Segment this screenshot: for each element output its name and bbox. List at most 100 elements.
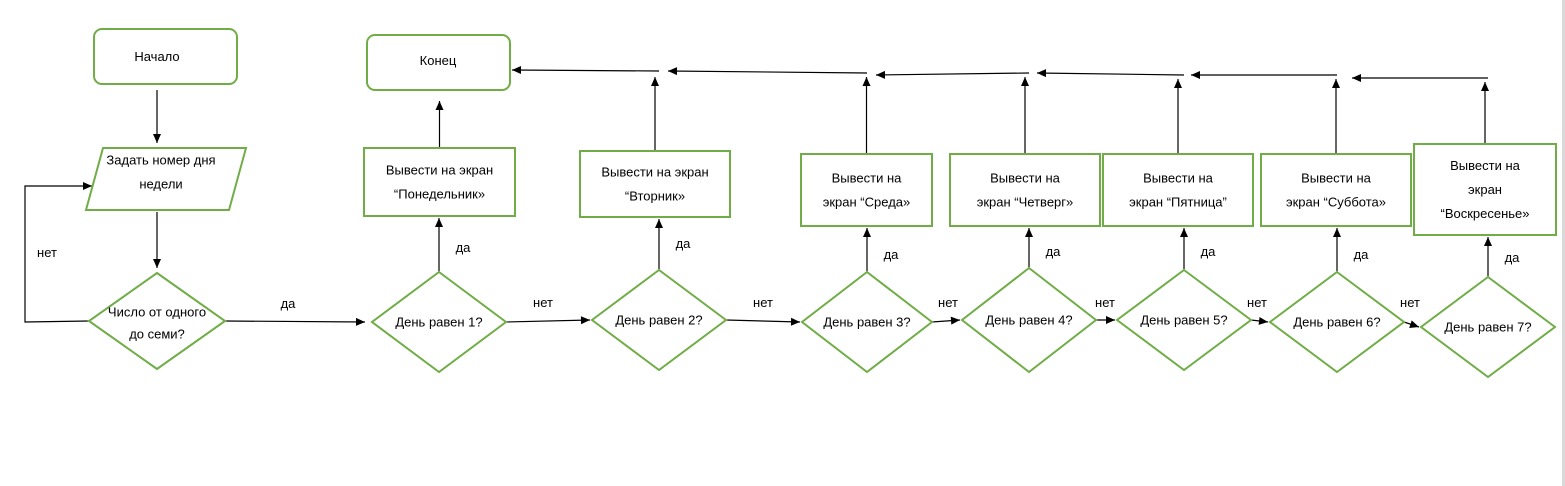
day-4-no-label: нет [1095, 295, 1115, 310]
day-6-no-label: нет [1400, 295, 1420, 310]
day-3-yes-label: да [884, 247, 900, 262]
day-3-decision-diamond [800, 270, 934, 374]
day-6-output-label: экран “Суббота» [1286, 195, 1386, 210]
day-4-yes-label: да [1046, 244, 1062, 259]
day-6-output-box [1260, 153, 1412, 227]
day-5-no-arrow-head [1258, 316, 1268, 325]
day-3-yes-arrow-head [863, 228, 871, 237]
day-1-no-arrow [505, 319, 591, 323]
day-5-yes-label: да [1201, 244, 1217, 259]
day-1-output-box [363, 147, 516, 217]
return-bus-arrow-3 [1036, 72, 1185, 76]
day-1-yes-arrow-head [435, 218, 443, 227]
return-bus-arrow-6-head [512, 66, 522, 75]
no-label: нет [37, 245, 57, 260]
day-2-yes-label: да [676, 236, 692, 251]
day-1-output-label: “Понедельник» [394, 187, 485, 202]
check-yes-arrow [224, 320, 366, 323]
day-6-decision-label: День равен 6? [1293, 315, 1380, 330]
start-to-input-arrow-head [153, 134, 161, 143]
range-check-label: Число от одного [108, 305, 206, 320]
day-2-output-label: Вывести на экран [601, 165, 708, 180]
day-1-yes-label: да [456, 240, 472, 255]
connectors [24, 66, 1492, 328]
input-parallelogram [84, 147, 248, 211]
day-6-no-arrow-head [1409, 320, 1419, 328]
return-bus-arrow-5 [667, 70, 868, 74]
return-bus-arrow-5-head [668, 67, 678, 76]
no-loop-arrow-head [83, 182, 92, 190]
day-2-decision-diamond [590, 268, 728, 372]
day-5-output-box [1102, 153, 1254, 227]
day-7-yes-arrow-head [1484, 237, 1492, 246]
day-2-output-box [579, 150, 731, 218]
day-4-output-label: Вывести на [990, 171, 1061, 186]
day-4-output-label: экран “Четверг» [977, 195, 1074, 210]
day-2-output-label: “Вторник» [625, 189, 685, 204]
page-edge [1562, 0, 1565, 486]
day-5-no-label: нет [1247, 295, 1267, 310]
input-label: Задать номер дня [106, 153, 215, 168]
day-5-decision-label: День равен 5? [1140, 313, 1227, 328]
end-label: Конец [420, 53, 457, 68]
day-2-no-arrow-head [790, 317, 800, 326]
day-7-yes-label: да [1505, 250, 1521, 265]
day-4-decision-label: День равен 4? [985, 313, 1072, 328]
input-label: недели [139, 177, 182, 192]
return-bus-arrow-1-head [1352, 74, 1361, 82]
day-5-yes-arrow-head [1180, 228, 1188, 237]
check-yes-arrow-head [355, 317, 365, 326]
day-5-to-end-arrow-head [1174, 79, 1182, 88]
input-to-check-arrow-head [153, 259, 161, 268]
day-6-to-end-arrow-head [1332, 79, 1340, 88]
day-5-decision-diamond [1115, 268, 1253, 372]
day-3-to-end-arrow-head [862, 77, 871, 86]
day-1-output-label: Вывести на экран [386, 163, 493, 178]
day-1-decision-label: День равен 1? [395, 315, 482, 330]
day-7-decision-label: День равен 7? [1444, 320, 1531, 335]
return-bus-arrow-4-head [876, 70, 886, 79]
day-5-output-label: экран “Пятница” [1129, 195, 1227, 210]
day-3-decision-label: День равен 3? [823, 315, 910, 330]
return-bus-arrow-4 [875, 72, 1030, 76]
day-3-output-label: экран “Среда» [823, 195, 911, 210]
day-7-decision-diamond [1419, 275, 1557, 379]
return-bus-arrow-6 [511, 69, 660, 72]
range-check-label: до семи? [129, 327, 185, 342]
day-6-decision-diamond [1268, 270, 1406, 374]
return-bus-arrow-2-head [1191, 71, 1200, 79]
day-1-no-arrow-head [580, 316, 590, 325]
return-bus-arrow-3-head [1037, 69, 1047, 78]
day-3-output-box [800, 153, 933, 227]
day-1-no-label: нет [533, 295, 553, 310]
day-6-yes-arrow-head [1333, 228, 1341, 237]
day-4-output-box [949, 153, 1101, 227]
day-6-yes-label: да [1354, 247, 1370, 262]
day-2-decision-label: День равен 2? [615, 313, 702, 328]
day-1-to-end-arrow-head [435, 101, 444, 110]
day-6-output-label: Вывести на [1301, 171, 1372, 186]
start-label: Начало [134, 49, 179, 64]
day-7-output-box [1413, 143, 1557, 236]
end-terminator [366, 34, 511, 91]
day-3-no-label: нет [938, 295, 958, 310]
day-2-yes-arrow-head [655, 219, 663, 228]
day-7-to-end-arrow-head [1481, 82, 1489, 91]
day-2-no-arrow [725, 319, 801, 323]
day-7-output-label: “Воскресенье» [1440, 206, 1529, 221]
no-loop-arrow [24, 185, 92, 323]
day-2-no-label: нет [753, 295, 773, 310]
start-terminator [93, 28, 238, 85]
day-3-output-label: Вывести на [832, 171, 903, 186]
day-7-output-label: Вывести на [1450, 158, 1521, 173]
day-4-decision-diamond [960, 266, 1098, 374]
day-4-no-arrow-head [1106, 316, 1115, 324]
day-3-no-arrow-head [950, 316, 960, 325]
day-7-output-label: экран [1468, 182, 1502, 197]
day-4-to-end-arrow-head [1021, 77, 1029, 86]
day-2-to-end-arrow-head [651, 77, 659, 86]
day-1-decision-diamond [370, 270, 508, 374]
